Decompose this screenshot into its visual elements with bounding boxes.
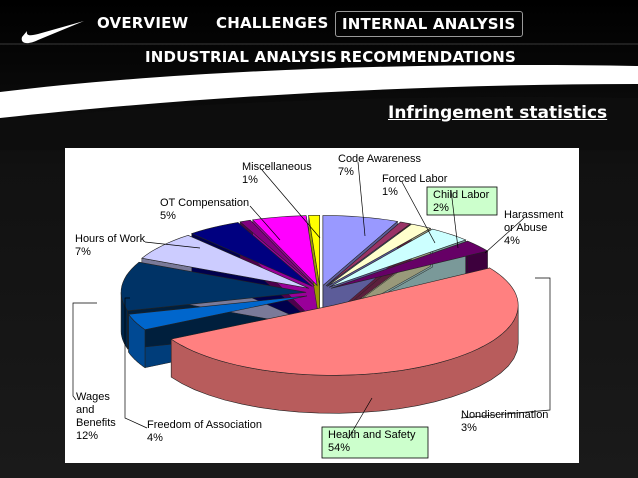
pie-slice-health-and-safety	[170, 267, 519, 376]
section-title: Infringement statistics	[388, 103, 608, 123]
callout-leader-line	[144, 241, 201, 249]
callout-text: 5%	[160, 210, 176, 222]
callout-text: Hours of Work	[75, 233, 146, 245]
callout-text: 1%	[242, 174, 258, 186]
nav-recommendations[interactable]: RECOMMENDATIONS	[340, 48, 517, 66]
callout-text: 12%	[76, 430, 98, 442]
callout-leader-line	[401, 181, 436, 244]
pie-slice-freedom-of-association	[128, 295, 308, 331]
callout-text: Harassment	[504, 209, 563, 221]
callout-text: Child Labor	[433, 189, 490, 201]
callout-text: 4%	[504, 235, 520, 247]
callout-text: 7%	[338, 166, 354, 178]
callout-highlight-box	[321, 426, 429, 459]
nav-internal-analysis[interactable]: INTERNAL ANALYSIS	[335, 11, 523, 37]
callout-text: Forced Labor	[382, 173, 448, 185]
callout-leader-line	[124, 297, 148, 429]
nike-swoosh-icon	[21, 21, 85, 44]
callout-text: 54%	[328, 442, 350, 454]
pie-slice-miscellaneous	[239, 219, 315, 287]
pie-slice-code-awareness	[322, 215, 399, 287]
callout-text: Benefits	[76, 417, 116, 429]
pie-slice-forced-labor	[325, 221, 412, 287]
callout-highlight-box	[426, 186, 498, 216]
callout-text: and	[76, 404, 94, 416]
pie-slice-miscellaneous2	[252, 215, 318, 287]
callout-leader-line	[347, 397, 373, 440]
nav-industrial-analysis[interactable]: INDUSTRIAL ANALYSIS	[145, 48, 338, 66]
callout-text: OT Compensation	[160, 197, 249, 209]
pie-slice-harassment-or-abuse	[328, 228, 467, 288]
callout-text: 4%	[147, 432, 163, 444]
pie-slice-wages-and-benefits	[120, 261, 307, 312]
callout-leader-line	[249, 205, 281, 241]
callout-leader-line	[450, 189, 459, 249]
callout-text: 7%	[75, 246, 91, 258]
pie-slice-child-labor	[326, 223, 432, 287]
nav-challenges[interactable]: CHALLENGES	[216, 14, 329, 32]
callout-text: 2%	[433, 202, 449, 214]
nav-overview[interactable]: OVERVIEW	[97, 14, 189, 32]
pie-slice-ot-compensation	[190, 222, 313, 287]
callout-leader-line	[261, 169, 321, 239]
callout-text: Wages	[76, 391, 110, 403]
callout-leader-line	[357, 161, 366, 237]
callout-text: 1%	[382, 186, 398, 198]
callout-leader-line	[484, 217, 525, 254]
pie-slice-hours-of-work	[141, 234, 310, 289]
callout-text: Miscellaneous	[242, 161, 312, 173]
callout-text: Freedom of Association	[147, 419, 262, 431]
callout-text: or Abuse	[504, 222, 547, 234]
header-band	[0, 43, 638, 150]
callout-text: 3%	[461, 422, 477, 434]
callout-leader-line	[72, 302, 97, 401]
callout-leader-line	[460, 277, 551, 419]
pie-slice-miscellaneous3	[308, 215, 320, 286]
callout-text: Code Awareness	[338, 153, 421, 165]
callout-text: Health and Safety	[328, 429, 416, 441]
callout-text: Nondiscrimination	[461, 409, 548, 421]
